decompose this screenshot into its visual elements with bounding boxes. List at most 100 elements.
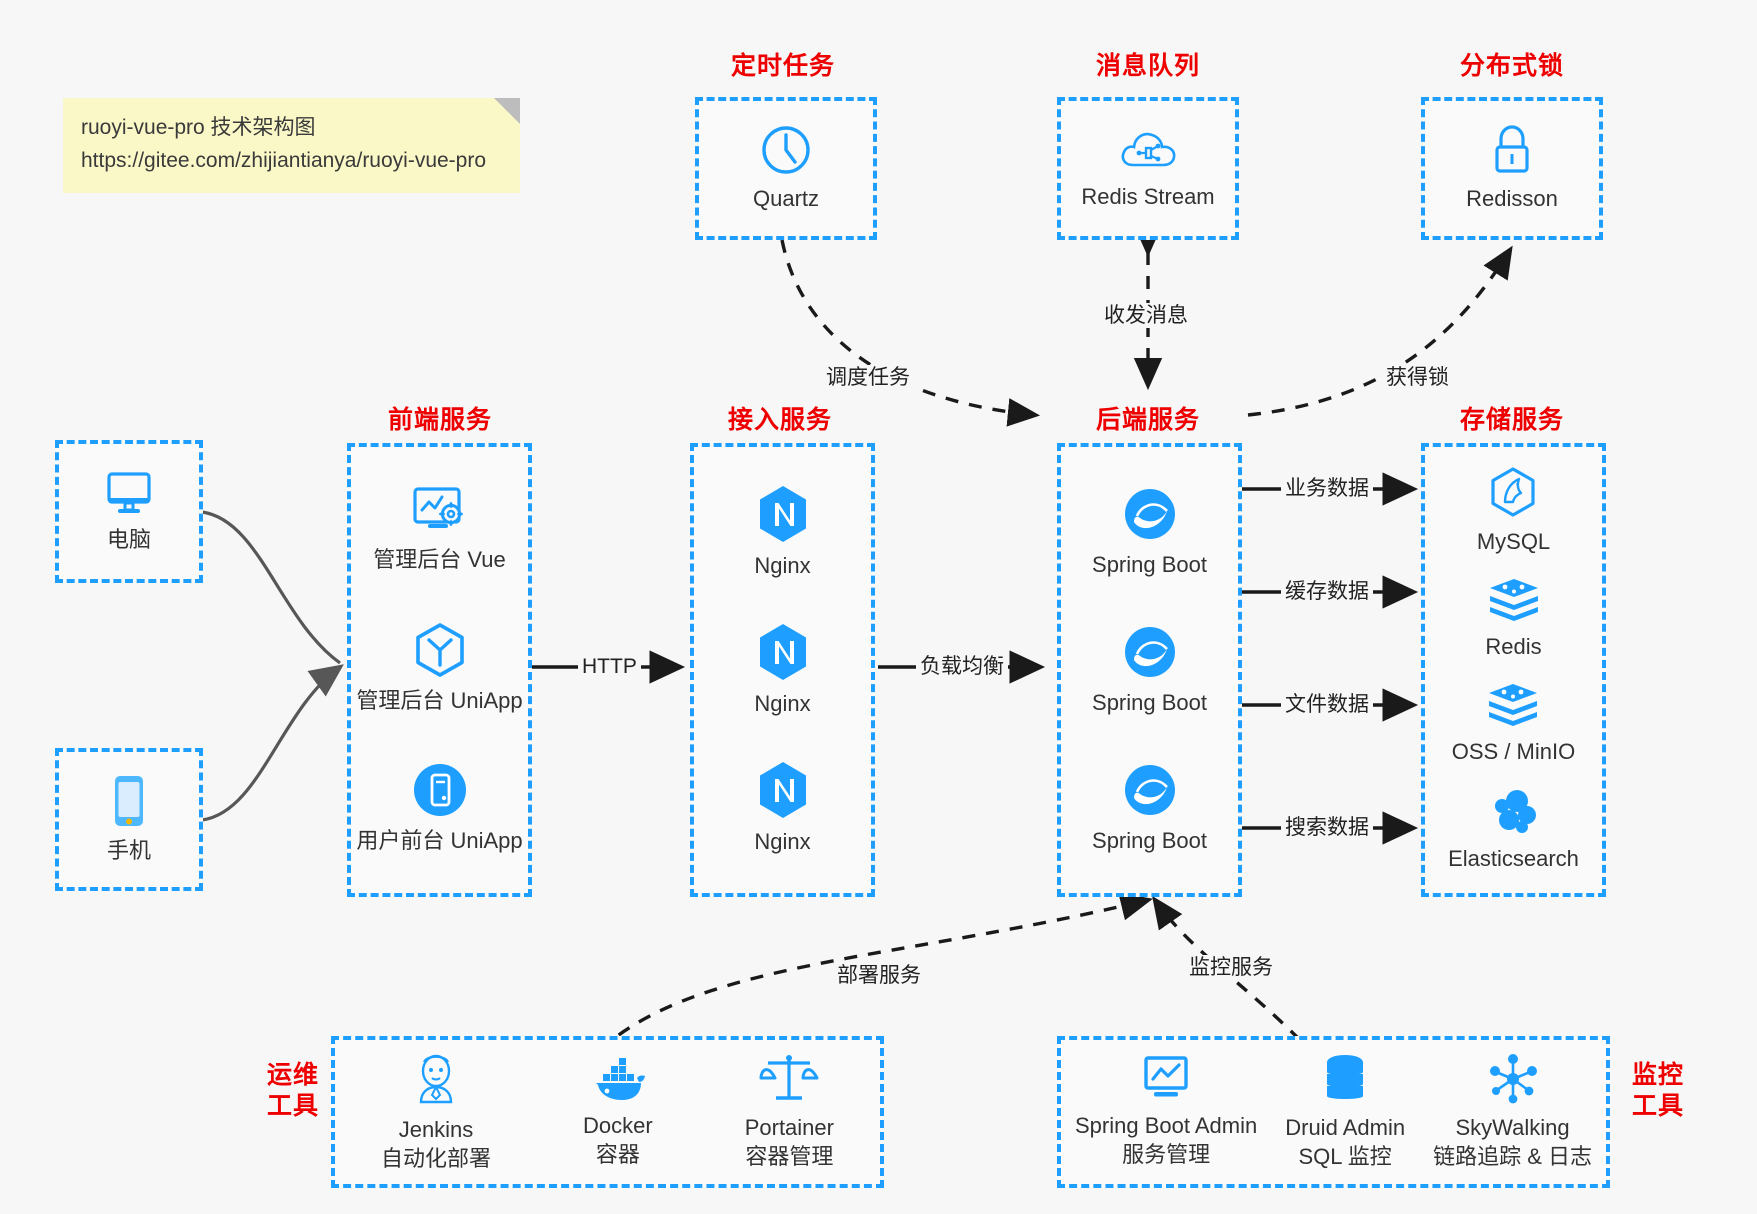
node-admin-vue[interactable]: 管理后台 Vue — [373, 484, 506, 575]
node-sublabel: 容器管理 — [745, 1144, 834, 1169]
spring-boot-icon — [1121, 761, 1179, 819]
minio-icon — [1485, 680, 1541, 730]
node-label: Redis — [1485, 634, 1542, 660]
node-docker[interactable]: Docker 容器 — [583, 1054, 653, 1169]
edge-label-send-receive-message: 收发消息 — [1100, 303, 1192, 329]
node-nginx-1[interactable]: Nginx — [754, 484, 811, 581]
node-label: Spring Boot — [1092, 551, 1207, 577]
jenkins-butler-icon — [407, 1050, 465, 1108]
node-label: Redisson — [1466, 186, 1558, 212]
section-title-lock: 分布式锁 — [1459, 52, 1564, 80]
node-label: 用户前台 UniApp — [356, 828, 523, 854]
edge-label-load-balance: 负载均衡 — [916, 654, 1008, 680]
node-desktop[interactable]: 电脑 — [101, 468, 157, 555]
dashboard-gear-icon — [408, 484, 470, 538]
section-title-backend: 后端服务 — [1095, 406, 1200, 434]
node-label: Jenkins — [398, 1117, 474, 1143]
node-label: Nginx — [754, 690, 811, 716]
node-sublabel: 自动化部署 — [381, 1146, 492, 1171]
clock-icon — [759, 123, 813, 177]
monitor-title-line2: 工具 — [1631, 1092, 1684, 1121]
monitor-title-line1: 监控 — [1631, 1061, 1684, 1089]
section-title-scheduler: 定时任务 — [730, 52, 835, 80]
node-skywalking[interactable]: SkyWalking 链路追踪 & 日志 — [1433, 1052, 1592, 1171]
node-redis-stream[interactable]: Redis Stream — [1081, 125, 1215, 212]
smartphone-icon — [108, 773, 150, 829]
note-line-url: https://gitee.com/zhijiantianya/ruoyi-vu… — [81, 148, 487, 172]
client-to-frontend-curves — [201, 510, 344, 822]
node-spring-boot-admin[interactable]: Spring Boot Admin 服务管理 — [1075, 1054, 1257, 1169]
node-nginx-3[interactable]: Nginx — [754, 760, 811, 857]
lock-box: Redisson — [1421, 97, 1603, 240]
section-title-gateway: 接入服务 — [727, 406, 832, 434]
node-user-uniapp[interactable]: 用户前台 UniApp — [356, 761, 523, 856]
node-label: 手机 — [106, 838, 151, 864]
node-label: Druid Admin — [1285, 1115, 1406, 1141]
node-label: Spring Boot — [1092, 827, 1207, 853]
scales-balance-icon — [759, 1052, 819, 1106]
client-box-mobile: 手机 — [55, 748, 203, 891]
node-label: OSS / MinIO — [1451, 739, 1576, 765]
node-admin-uniapp[interactable]: 管理后台 UniApp — [356, 621, 523, 716]
node-spring-boot-2[interactable]: Spring Boot — [1092, 623, 1207, 718]
node-sublabel: 链路追踪 & 日志 — [1433, 1144, 1592, 1169]
spring-boot-icon — [1121, 485, 1179, 543]
edge-label-business-data: 业务数据 — [1281, 476, 1373, 502]
node-redisson[interactable]: Redisson — [1466, 123, 1558, 214]
node-sublabel: 容器 — [595, 1142, 640, 1167]
node-label: Elasticsearch — [1448, 846, 1579, 872]
scheduler-box: Quartz — [695, 97, 877, 240]
node-druid-admin[interactable]: Druid Admin SQL 监控 — [1285, 1052, 1405, 1171]
node-spring-boot-1[interactable]: Spring Boot — [1092, 485, 1207, 580]
note-fold-corner — [494, 98, 520, 124]
monitor-chart-icon — [1137, 1054, 1195, 1104]
desktop-monitor-icon — [101, 468, 157, 518]
network-nodes-icon — [1486, 1052, 1540, 1106]
node-quartz[interactable]: Quartz — [753, 123, 819, 214]
node-portainer[interactable]: Portainer 容器管理 — [745, 1052, 834, 1171]
section-title-devops: 运维 工具 — [262, 1060, 324, 1123]
node-elasticsearch[interactable]: Elasticsearch — [1448, 785, 1579, 874]
section-title-monitor: 监控 工具 — [1627, 1060, 1689, 1123]
node-nginx-2[interactable]: Nginx — [754, 622, 811, 719]
node-label: Portainer — [744, 1115, 834, 1141]
node-jenkins[interactable]: Jenkins 自动化部署 — [381, 1050, 491, 1173]
node-label: Spring Boot Admin — [1075, 1113, 1258, 1139]
note-line-title: ruoyi-vue-pro 技术架构图 — [81, 116, 316, 139]
storage-box: MySQL Redis — [1421, 443, 1606, 897]
cloud-network-icon — [1117, 125, 1179, 175]
node-label: Nginx — [754, 552, 811, 578]
mysql-icon — [1487, 466, 1539, 520]
node-label: 电脑 — [106, 527, 151, 553]
edge-label-http: HTTP — [578, 654, 641, 680]
padlock-icon — [1488, 123, 1536, 177]
database-stack-icon — [1320, 1052, 1370, 1106]
node-sublabel: SQL 监控 — [1298, 1144, 1392, 1169]
node-label: Nginx — [754, 828, 811, 854]
mq-box: Redis Stream — [1057, 97, 1239, 240]
edge-label-cache-data: 缓存数据 — [1281, 579, 1373, 605]
mobile-circle-icon — [411, 761, 469, 819]
edge-acquire-lock — [1247, 245, 1513, 417]
node-mysql[interactable]: MySQL — [1477, 466, 1550, 557]
devops-title-line2: 工具 — [266, 1092, 319, 1121]
hexagon-cube-icon — [412, 621, 468, 679]
redis-icon — [1486, 575, 1542, 625]
frontend-box: 管理后台 Vue 管理后台 UniApp 用户前台 UniApp — [347, 443, 532, 897]
node-label: MySQL — [1476, 529, 1551, 555]
devops-box: Jenkins 自动化部署 — [331, 1036, 884, 1188]
nginx-icon — [756, 484, 810, 544]
node-spring-boot-3[interactable]: Spring Boot — [1092, 761, 1207, 856]
node-redis[interactable]: Redis — [1485, 575, 1542, 662]
docker-whale-icon — [587, 1054, 649, 1104]
edge-label-deploy-service: 部署服务 — [833, 963, 925, 989]
node-mobile[interactable]: 手机 — [107, 773, 151, 866]
edge-label-file-data: 文件数据 — [1281, 692, 1373, 718]
node-sublabel: 服务管理 — [1122, 1142, 1211, 1167]
edge-label-schedule-task: 调度任务 — [822, 365, 914, 391]
nginx-icon — [756, 622, 810, 682]
node-label: SkyWalking — [1455, 1115, 1570, 1141]
node-label: 管理后台 UniApp — [356, 687, 523, 713]
node-oss-minio[interactable]: OSS / MinIO — [1452, 680, 1575, 767]
